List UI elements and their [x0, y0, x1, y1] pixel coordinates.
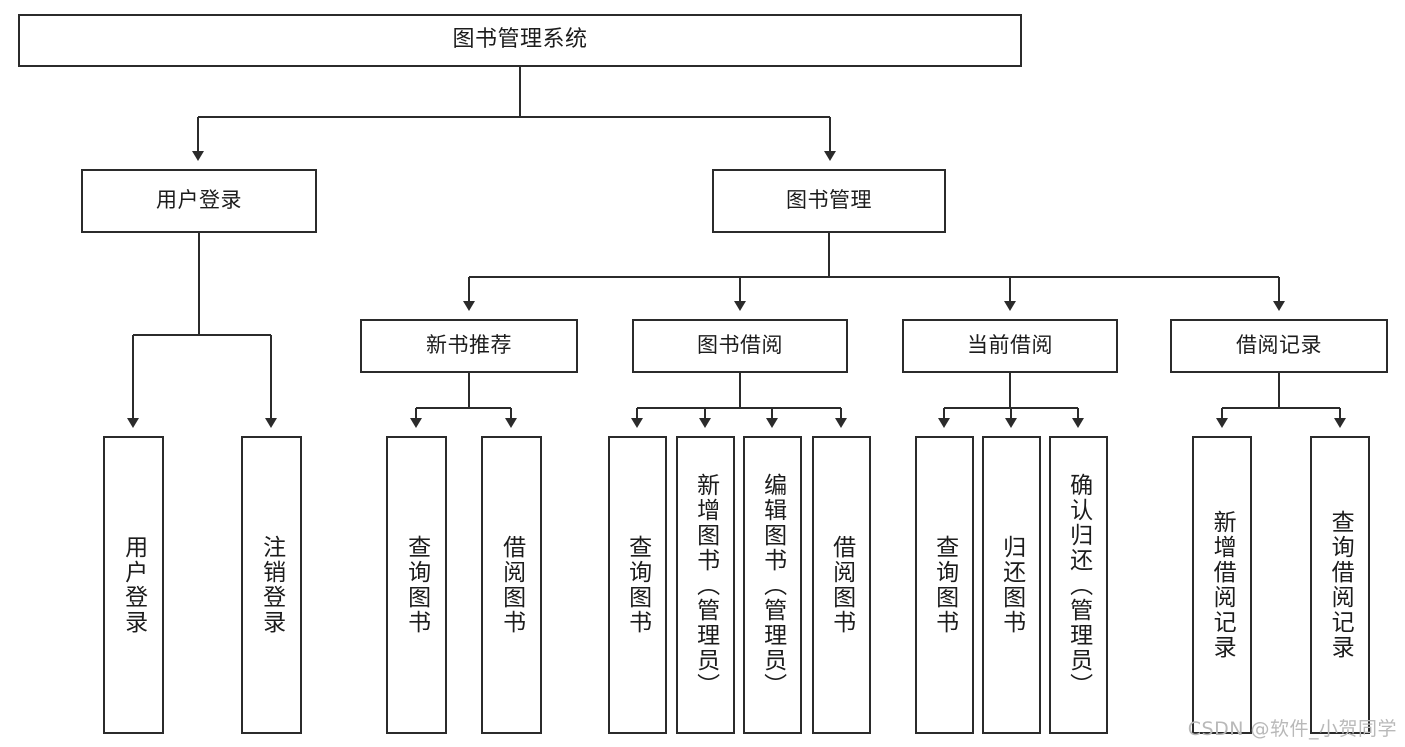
node-leaf-confirm-return-admin-label: 确认归还（管理员） — [1065, 472, 1092, 698]
node-current-borrow[interactable]: 当前借阅 — [902, 319, 1118, 373]
node-root-label: 图书管理系统 — [452, 27, 588, 53]
node-leaf-borrow-book-rec[interactable]: 借阅图书 — [481, 436, 542, 734]
node-leaf-return-book[interactable]: 归还图书 — [982, 436, 1041, 734]
node-current-borrow-label: 当前借阅 — [967, 333, 1053, 358]
node-leaf-borrow-book-label: 借阅图书 — [828, 535, 855, 635]
node-leaf-return-book-label: 归还图书 — [998, 535, 1025, 635]
node-leaf-edit-book-admin[interactable]: 编辑图书（管理员） — [743, 436, 802, 734]
node-book-manage-label: 图书管理 — [786, 188, 872, 213]
node-leaf-user-logout-label: 注销登录 — [258, 535, 285, 635]
node-leaf-query-book-current-label: 查询图书 — [931, 535, 958, 635]
node-book-borrow-label: 图书借阅 — [697, 333, 783, 358]
node-root[interactable]: 图书管理系统 — [18, 14, 1022, 67]
node-leaf-query-borrow-record-label: 查询借阅记录 — [1327, 510, 1354, 660]
node-leaf-borrow-book-rec-label: 借阅图书 — [498, 535, 525, 635]
node-leaf-add-book-admin-label: 新增图书（管理员） — [692, 472, 719, 698]
node-leaf-edit-book-admin-label: 编辑图书（管理员） — [759, 472, 786, 698]
node-leaf-add-borrow-record[interactable]: 新增借阅记录 — [1192, 436, 1252, 734]
node-leaf-query-book-current[interactable]: 查询图书 — [915, 436, 974, 734]
node-leaf-query-book-rec-label: 查询图书 — [403, 535, 430, 635]
node-book-borrow[interactable]: 图书借阅 — [632, 319, 848, 373]
node-leaf-query-book-borrow-label: 查询图书 — [624, 535, 651, 635]
node-leaf-confirm-return-admin[interactable]: 确认归还（管理员） — [1049, 436, 1108, 734]
node-leaf-query-book-rec[interactable]: 查询图书 — [386, 436, 447, 734]
csdn-watermark: CSDN @软件_小贺同学 — [1187, 718, 1397, 740]
node-leaf-add-borrow-record-label: 新增借阅记录 — [1209, 510, 1236, 660]
node-leaf-query-borrow-record[interactable]: 查询借阅记录 — [1310, 436, 1370, 734]
node-borrow-record-label: 借阅记录 — [1236, 333, 1322, 358]
node-leaf-query-book-borrow[interactable]: 查询图书 — [608, 436, 667, 734]
node-leaf-user-login-label: 用户登录 — [120, 535, 147, 635]
node-leaf-user-login[interactable]: 用户登录 — [103, 436, 164, 734]
node-new-book-recommend-label: 新书推荐 — [426, 333, 512, 358]
node-user-login-label: 用户登录 — [156, 188, 242, 213]
node-borrow-record[interactable]: 借阅记录 — [1170, 319, 1388, 373]
node-leaf-user-logout[interactable]: 注销登录 — [241, 436, 302, 734]
node-user-login[interactable]: 用户登录 — [81, 169, 317, 233]
node-leaf-add-book-admin[interactable]: 新增图书（管理员） — [676, 436, 735, 734]
node-book-manage[interactable]: 图书管理 — [712, 169, 946, 233]
node-leaf-borrow-book[interactable]: 借阅图书 — [812, 436, 871, 734]
node-new-book-recommend[interactable]: 新书推荐 — [360, 319, 578, 373]
